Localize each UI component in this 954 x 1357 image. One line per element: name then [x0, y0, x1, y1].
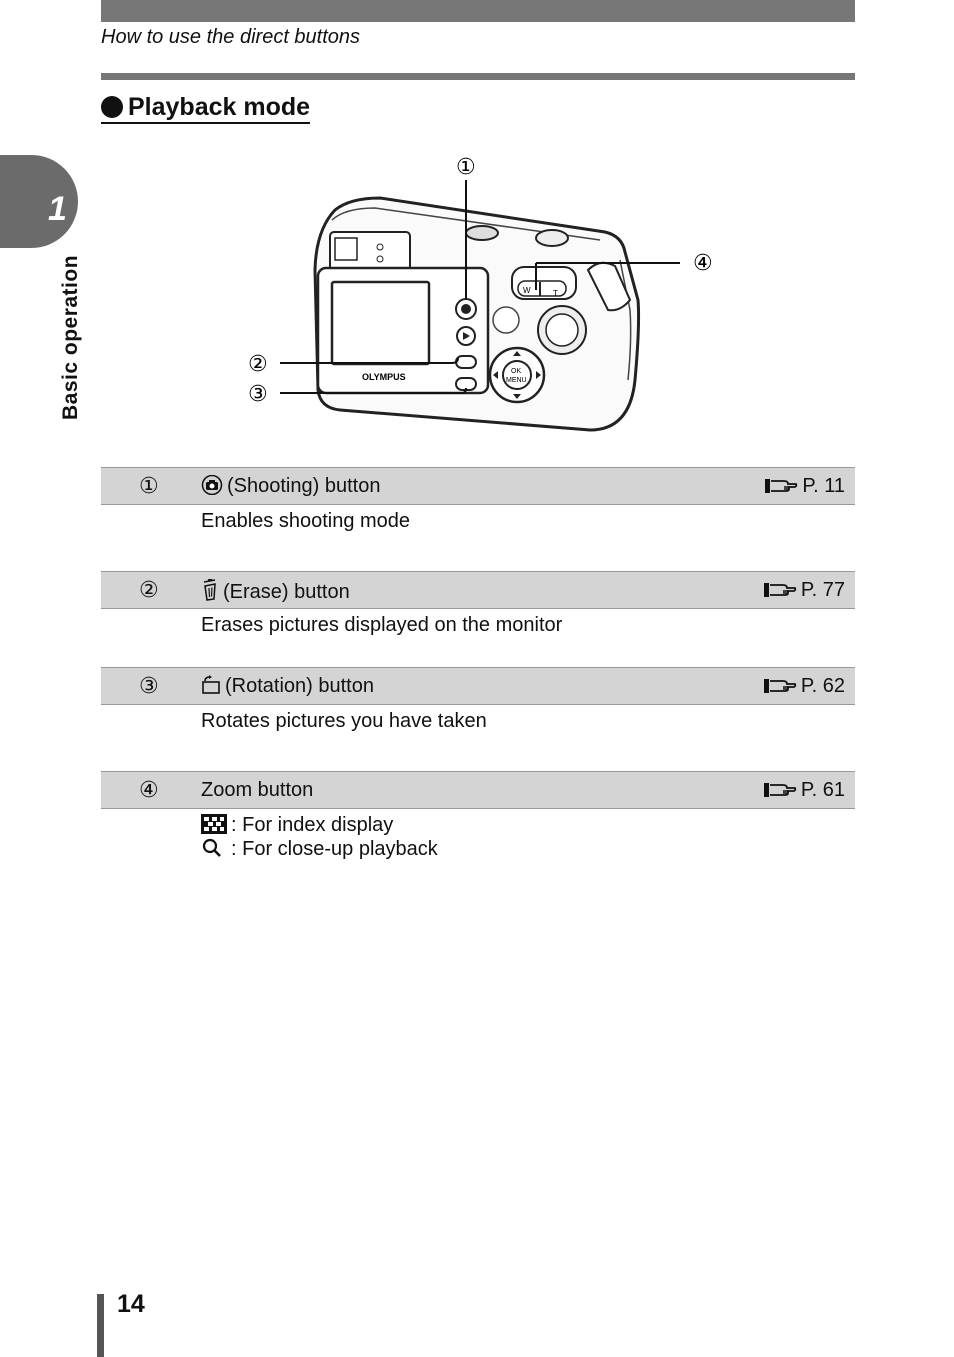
chapter-number: 1 — [48, 190, 67, 228]
table-row: ① (Shooting) button P. 11 — [101, 467, 855, 505]
row-description: : For index display : For close-up playb… — [201, 813, 438, 861]
breadcrumb: How to use the direct buttons — [101, 26, 361, 48]
row-number: ④ — [139, 777, 159, 802]
page-reference: P. 62 — [763, 675, 845, 698]
trash-icon — [203, 579, 216, 601]
reference-hand-icon — [763, 583, 797, 597]
row-number: ① — [139, 473, 159, 498]
page-number: 14 — [117, 1290, 145, 1318]
bullet-icon — [101, 96, 123, 118]
index-display-line: : For index display — [201, 813, 438, 837]
row-description: Rotates pictures you have taken — [201, 710, 487, 732]
header-rule — [101, 73, 855, 80]
row-label: (Shooting) button — [201, 475, 380, 498]
row-description: Enables shooting mode — [201, 510, 411, 532]
callout-4: ④ — [693, 251, 713, 276]
callout-2: ② — [248, 352, 268, 377]
camera-illustration: OLYMPUS OK MENU W T ① ② ③ ④ — [248, 155, 713, 432]
table-row: ④ Zoom button P. 61 — [101, 771, 855, 809]
camera-icon — [201, 475, 223, 495]
magnifier-icon — [202, 838, 221, 857]
row-number: ③ — [139, 673, 159, 698]
page-reference: P. 11 — [764, 475, 845, 498]
table-row: ③ (Rotation) button P. 62 — [101, 667, 855, 705]
brand-logo: OLYMPUS — [362, 372, 406, 382]
page-number-bar — [97, 1294, 104, 1357]
menu-label: MENU — [506, 377, 527, 384]
section-title: Playback mode — [101, 93, 311, 124]
callout-3: ③ — [248, 382, 268, 407]
chapter-tab — [0, 155, 78, 248]
row-description: Erases pictures displayed on the monitor — [201, 614, 563, 636]
page-reference: P. 61 — [763, 779, 845, 802]
callout-1: ① — [456, 155, 476, 180]
reference-hand-icon — [763, 679, 797, 693]
zoom-w-label: W — [523, 286, 531, 295]
row-number: ② — [139, 577, 159, 602]
table-row: ② (Erase) button P. 77 — [101, 571, 855, 609]
row-label: (Rotation) button — [201, 675, 374, 698]
reference-hand-icon — [765, 479, 798, 493]
header-bar — [101, 0, 855, 22]
close-up-line: : For close-up playback — [201, 837, 438, 861]
page-reference: P. 77 — [763, 579, 845, 602]
ok-label: OK — [511, 368, 521, 375]
rotate-icon — [202, 675, 220, 694]
section-title-text: Playback mode — [128, 93, 311, 121]
zoom-t-label: T — [553, 289, 558, 298]
row-label: (Erase) button — [201, 579, 350, 604]
chapter-label: Basic operation — [59, 254, 82, 420]
reference-hand-icon — [763, 783, 797, 797]
row-label: Zoom button — [201, 779, 314, 801]
index-grid-icon — [201, 814, 227, 834]
